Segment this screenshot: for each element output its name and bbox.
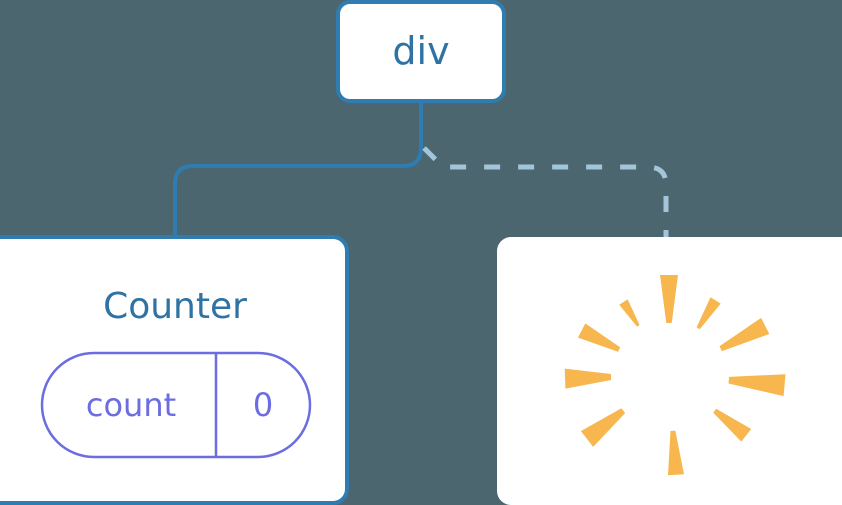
prop-key-label: count: [86, 386, 176, 424]
burst-node[interactable]: [497, 237, 842, 505]
edge-layer: [173, 99, 669, 239]
div-node[interactable]: div: [336, 0, 506, 103]
sparkle-burst-icon: [564, 275, 786, 476]
burst-ray-3: [619, 299, 640, 327]
counter-node-label: Counter: [103, 286, 247, 327]
prop-pill-outline[interactable]: [40, 351, 312, 459]
burst-ray-8: [713, 408, 752, 442]
counter-node[interactable]: Counter count 0: [0, 235, 349, 505]
burst-ray-5: [578, 323, 621, 352]
div-node-label: div: [392, 29, 449, 73]
prop-value-label: 0: [253, 386, 273, 424]
burst-ray-2: [696, 297, 721, 330]
burst-node-box[interactable]: [497, 237, 842, 505]
burst-ray-6: [728, 374, 786, 397]
div-node-box[interactable]: [336, 0, 506, 103]
burst-ray-4: [719, 317, 770, 352]
edge-div-to-counter: [173, 99, 423, 239]
burst-ray-7: [564, 368, 612, 389]
counter-node-box[interactable]: [0, 235, 349, 505]
edge-div-to-burst: [422, 146, 669, 237]
burst-ray-10: [668, 430, 684, 476]
burst-ray-1: [660, 275, 678, 323]
counter-prop-pill[interactable]: count 0: [40, 351, 312, 459]
burst-ray-9: [580, 408, 626, 447]
